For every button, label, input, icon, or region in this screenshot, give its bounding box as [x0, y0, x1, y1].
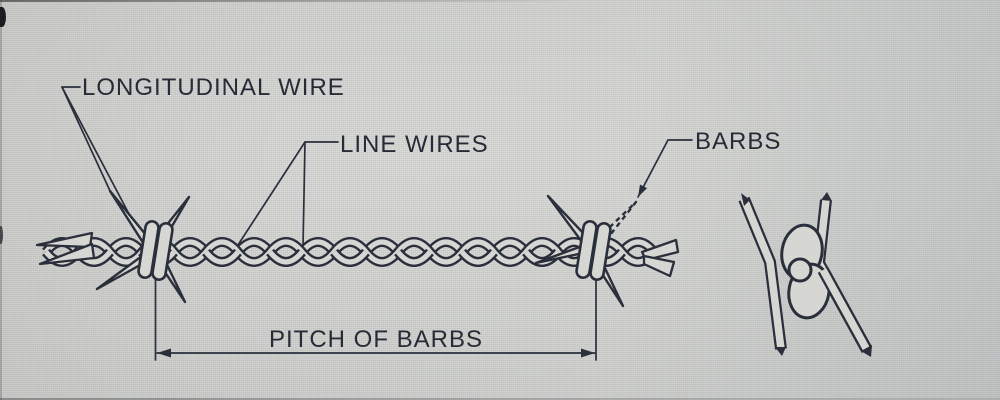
barb-left	[95, 189, 191, 304]
detail-rod-right-front-fill	[819, 268, 871, 352]
photo-left-edge-shadow	[0, 0, 2, 400]
leader-longitudinal-wire-1	[61, 86, 112, 194]
pitch-dimension	[154, 277, 597, 361]
detail-rod-left-fill	[740, 197, 785, 350]
barb-left-coil-2	[151, 221, 174, 282]
label-longitudinal-wire: LONGITUDINAL WIRE	[82, 74, 345, 101]
detail-tip-lower-right	[861, 345, 872, 357]
detail-tip-upper-right	[821, 192, 832, 201]
label-pitch-of-barbs: PITCH OF BARBS	[269, 326, 483, 353]
leader-line-wires-diagonal	[235, 141, 306, 249]
wire-end-left-upper	[35, 231, 94, 249]
photo-artifact-blob-middle	[0, 226, 3, 244]
barb-right	[534, 194, 638, 308]
photo-artifact-blob-top	[0, 7, 6, 27]
detail-tip-upper-left	[741, 193, 750, 206]
leader-line-wires-vertical	[302, 141, 339, 248]
dimension-arrow-right	[581, 348, 595, 358]
wire-end-right-lower	[642, 254, 676, 278]
detail-tip-lower-left	[775, 347, 786, 356]
barb-detail-view	[738, 192, 873, 357]
leader-barbs	[637, 139, 693, 198]
wire-end-left-lower	[38, 242, 96, 266]
leader-barbs-arrowhead	[638, 184, 648, 197]
wire-end-left	[35, 231, 96, 266]
dimension-arrow-left	[157, 348, 171, 358]
detail-coil-loop-inner	[787, 257, 813, 283]
label-barbs: BARBS	[695, 128, 781, 155]
label-line-wires: LINE WIRES	[340, 131, 489, 158]
diagram-labels: LONGITUDINAL WIRE LINE WIRES BARBS PITCH…	[82, 74, 781, 353]
wire-end-right	[640, 238, 680, 278]
